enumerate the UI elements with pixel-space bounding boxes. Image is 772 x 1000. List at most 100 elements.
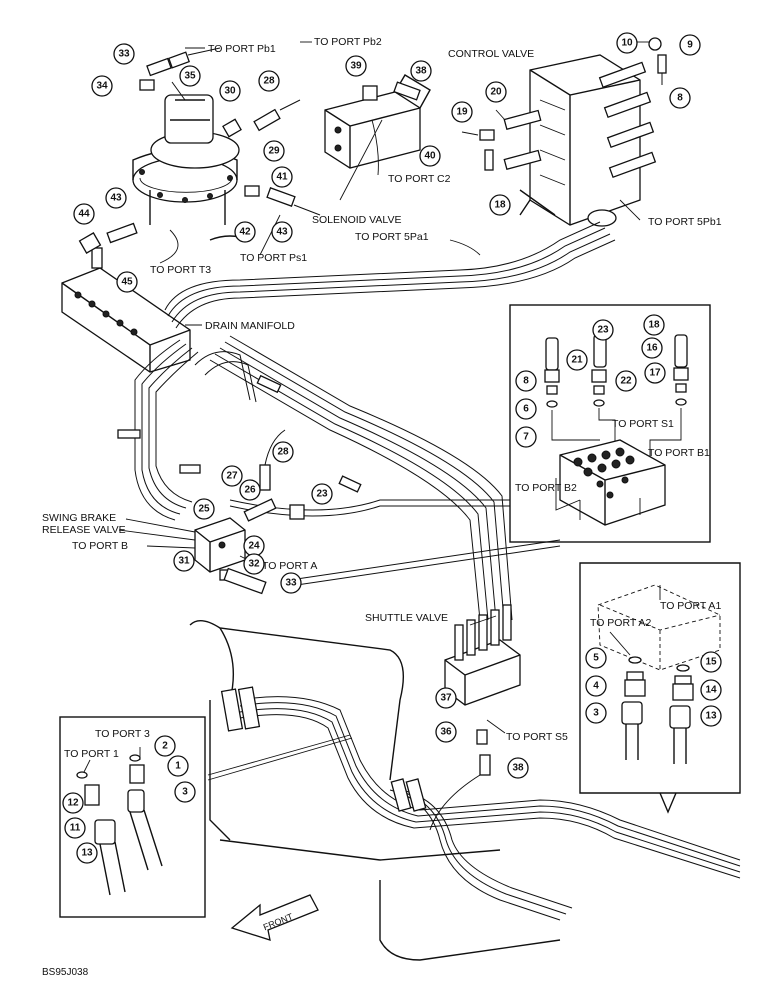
callout-3b: 3 [174, 781, 196, 803]
svg-text:7: 7 [523, 432, 529, 443]
svg-text:28: 28 [263, 76, 275, 87]
label-solenoid-valve: SOLENOID VALVE [312, 214, 401, 226]
callout-37: 37 [435, 687, 457, 709]
svg-text:42: 42 [239, 227, 251, 238]
callout-8b: 8 [515, 370, 537, 392]
label-to-port-a2: TO PORT A2 [590, 617, 651, 629]
label-to-port-b1: TO PORT B1 [648, 447, 710, 459]
figure-code: BS95J038 [42, 967, 89, 978]
svg-text:29: 29 [268, 146, 280, 157]
callout-16: 16 [641, 337, 663, 359]
callout-28b: 28 [272, 441, 294, 463]
svg-text:17: 17 [649, 368, 661, 379]
callout-10: 10 [616, 32, 638, 54]
svg-text:22: 22 [620, 376, 632, 387]
fittings-28-29-30 [222, 99, 301, 138]
svg-text:44: 44 [78, 209, 90, 220]
callout-45: 45 [116, 271, 138, 293]
svg-text:43: 43 [276, 227, 288, 238]
label-drain-manifold: DRAIN MANIFOLD [205, 320, 295, 332]
callout-21: 21 [566, 349, 588, 371]
svg-text:41: 41 [276, 172, 288, 183]
callout-33b: 33 [280, 572, 302, 594]
svg-text:16: 16 [646, 343, 658, 354]
svg-text:32: 32 [248, 559, 260, 570]
callout-14: 14 [700, 679, 722, 701]
svg-text:4: 4 [593, 681, 599, 692]
callout-17: 17 [644, 362, 666, 384]
callout-2: 2 [154, 735, 176, 757]
svg-text:45: 45 [121, 277, 133, 288]
callout-18b: 18 [643, 314, 665, 336]
label-to-port-pb1: TO PORT Pb1 [208, 43, 276, 55]
svg-text:14: 14 [705, 685, 717, 696]
drain-manifold [61, 222, 191, 373]
callout-43b: 43 [105, 187, 127, 209]
svg-text:38: 38 [415, 66, 427, 77]
svg-text:5: 5 [593, 653, 599, 664]
callout-9: 9 [679, 34, 701, 56]
callout-31: 31 [173, 550, 195, 572]
label-shuttle-valve: SHUTTLE VALVE [365, 612, 448, 624]
svg-text:9: 9 [687, 40, 693, 51]
label-to-port-5pb1: TO PORT 5Pb1 [648, 216, 722, 228]
callout-41: 41 [271, 166, 293, 188]
svg-text:28: 28 [277, 447, 289, 458]
callout-25: 25 [193, 498, 215, 520]
hose-bundles [117, 221, 616, 621]
callout-28a: 28 [258, 70, 280, 92]
svg-text:8: 8 [523, 376, 529, 387]
callout-34: 34 [91, 75, 113, 97]
svg-text:34: 34 [96, 81, 108, 92]
callout-27: 27 [221, 465, 243, 487]
svg-text:11: 11 [70, 823, 81, 834]
svg-text:12: 12 [67, 798, 79, 809]
svg-text:10: 10 [621, 38, 633, 49]
svg-text:40: 40 [424, 151, 436, 162]
callout-39: 39 [345, 55, 367, 77]
svg-text:33: 33 [285, 578, 297, 589]
svg-text:33: 33 [118, 49, 130, 60]
label-to-port-1: TO PORT 1 [64, 748, 119, 760]
callout-33a: 33 [113, 43, 135, 65]
shuttle-valve [429, 604, 521, 831]
svg-text:23: 23 [316, 489, 328, 500]
svg-text:43: 43 [110, 193, 122, 204]
svg-text:36: 36 [440, 727, 452, 738]
swing-brake-release-valve [194, 429, 305, 595]
lower-frame [189, 620, 741, 961]
callout-26: 26 [239, 479, 261, 501]
label-control-valve: CONTROL VALVE [448, 48, 534, 60]
svg-text:27: 27 [226, 471, 238, 482]
svg-text:18: 18 [494, 200, 506, 211]
label-to-port-3: TO PORT 3 [95, 728, 150, 740]
callout-43a: 43 [271, 221, 293, 243]
callout-22: 22 [615, 370, 637, 392]
callout-4: 4 [585, 675, 607, 697]
callout-29: 29 [263, 140, 285, 162]
inset-s1-b1-b2 [509, 304, 711, 543]
control-valve [503, 54, 657, 227]
fittings-41-42-43 [244, 185, 321, 216]
callout-20: 20 [485, 81, 507, 103]
callout-32: 32 [243, 553, 265, 575]
label-to-port-t3: TO PORT T3 [150, 264, 211, 276]
callout-44: 44 [73, 203, 95, 225]
label-to-port-c2: TO PORT C2 [388, 173, 451, 185]
inset-port-1-3 [59, 716, 206, 918]
svg-text:1: 1 [175, 761, 181, 772]
svg-text:2: 2 [162, 741, 168, 752]
svg-text:25: 25 [198, 504, 210, 515]
svg-text:30: 30 [224, 86, 236, 97]
callout-23b: 23 [311, 483, 333, 505]
svg-text:3: 3 [593, 708, 599, 719]
callout-40: 40 [419, 145, 441, 167]
svg-text:38: 38 [512, 763, 524, 774]
callout-12: 12 [62, 792, 84, 814]
callout-38a: 38 [410, 60, 432, 82]
svg-text:13: 13 [81, 848, 93, 859]
svg-text:15: 15 [705, 657, 717, 668]
svg-text:26: 26 [244, 485, 256, 496]
